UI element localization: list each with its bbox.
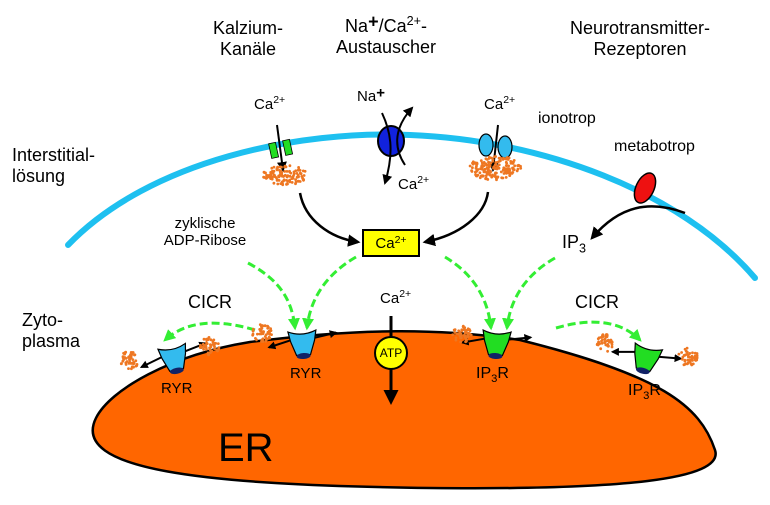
ca-cloud — [451, 324, 473, 344]
ion-text: Ca — [254, 96, 274, 113]
central-ca-box: Ca2+ — [362, 229, 420, 257]
label-line: plasma — [22, 330, 81, 351]
ion-sup: 2+ — [417, 174, 430, 187]
ip3r-text: IP — [628, 382, 644, 399]
signal-arrows — [163, 255, 642, 342]
label-ryr-1: RYR — [161, 380, 193, 397]
er-body — [91, 329, 717, 490]
label-line: Zyto- — [22, 310, 64, 330]
ion-text: Ca — [380, 290, 400, 307]
ca-cloud — [595, 333, 614, 353]
label-line: Interstitial- — [12, 145, 96, 165]
label-line: Rezeptoren — [593, 38, 687, 59]
ca-cloud — [262, 164, 307, 187]
label-ryr-2: RYR — [290, 365, 322, 382]
label-line: ADP-Ribose — [163, 232, 247, 250]
ion-text: Na — [357, 88, 377, 105]
plasma-membrane — [65, 131, 758, 281]
ion-sup: + — [376, 84, 385, 102]
label-cyclic-adp-ribose: zyklische ADP-Ribose — [150, 215, 260, 250]
dash: - — [420, 16, 427, 36]
atp-label: ATP — [379, 346, 403, 360]
metabotropic-receptor — [590, 172, 686, 240]
ion-sup: 2+ — [503, 94, 516, 107]
ion-sup: 2+ — [273, 94, 286, 107]
ip3-sub: 3 — [579, 241, 587, 256]
label-cicr-left: CICR — [188, 292, 232, 312]
ca-cloud — [468, 155, 523, 182]
label-line: Kanäle — [219, 38, 277, 59]
label-er: ER — [218, 426, 274, 470]
ion-sup: 2+ — [399, 288, 412, 301]
ca-cloud — [677, 346, 699, 367]
ip3r-suffix: R — [649, 382, 661, 399]
atp-pump: ATP — [374, 336, 408, 370]
ip3r-sub: 3 — [643, 389, 650, 402]
label-ca-channel: Ca2+ — [254, 94, 286, 113]
na-text: Na — [345, 16, 369, 36]
label-line: Neurotransmitter- — [569, 18, 711, 38]
label-metabotropic: metabotrop — [614, 138, 695, 155]
label-ip3r-2: IP3R — [628, 382, 661, 402]
label-cytoplasm: Zyto- plasma — [22, 310, 80, 351]
ip3r-sub: 3 — [491, 372, 498, 385]
label-ionotropic: ionotrop — [538, 110, 596, 127]
ionotropic-receptor — [478, 124, 513, 172]
ion-text: Ca — [484, 96, 504, 113]
ca-sup: 2+ — [394, 233, 407, 246]
label-interstitial: Interstitial- lösung — [12, 145, 95, 186]
label-neurotransmitter-receptors: Neurotransmitter- Rezeptoren — [555, 18, 725, 59]
label-ip3: IP3 — [562, 232, 587, 256]
label-cicr-right: CICR — [575, 292, 619, 312]
label-line: zyklische — [174, 215, 236, 232]
label-exchanger: Na+/Ca2+- Austauscher — [326, 13, 446, 57]
label-line: Na+/Ca2+- — [326, 13, 446, 37]
na-ca-exchanger — [377, 106, 414, 185]
ca-cloud — [251, 323, 273, 343]
ca-text: /Ca — [378, 16, 407, 36]
label-calcium-channels: Kalzium- Kanäle — [198, 18, 298, 59]
label-ca-pump: Ca2+ — [380, 288, 412, 307]
label-line: Kalzium- — [212, 18, 283, 38]
arrow-receptor-to-ca — [422, 191, 490, 247]
arrow-channel-to-ca — [298, 192, 361, 247]
ca-sup: 2+ — [406, 14, 421, 29]
ca-cloud — [198, 336, 221, 357]
ca-text: Ca — [375, 235, 395, 252]
label-line: Austauscher — [335, 36, 437, 57]
ip3-receptor — [610, 341, 683, 375]
ca-cloud — [119, 350, 139, 371]
label-na-exchanger: Na+ — [357, 85, 385, 105]
calcium-clouds — [119, 155, 699, 371]
ip3-text: IP — [562, 232, 580, 252]
calcium-channel — [268, 124, 294, 172]
label-ca-exchanger: Ca2+ — [398, 174, 430, 193]
ion-text: Ca — [398, 176, 418, 193]
ryanodine-receptor — [267, 329, 338, 360]
label-ip3r-1: IP3R — [476, 365, 509, 385]
ip3r-text: IP — [476, 365, 492, 382]
ip3r-suffix: R — [497, 365, 509, 382]
label-ca-ionotropic: Ca2+ — [484, 94, 516, 113]
na-sup: + — [368, 11, 379, 32]
label-line: lösung — [12, 165, 66, 186]
